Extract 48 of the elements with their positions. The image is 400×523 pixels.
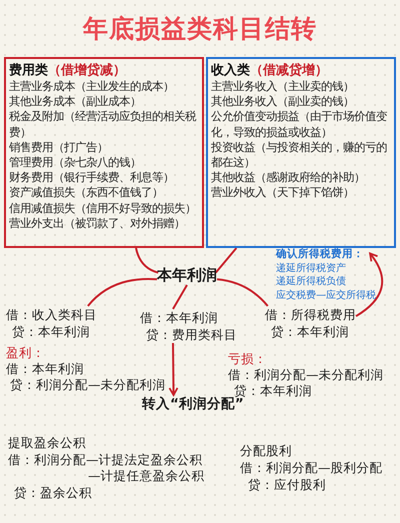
account-item: 营业外支出（被罚款了、对外捐赠）: [9, 216, 186, 232]
expense-box: [4, 57, 204, 248]
rule-note: （借增贷减）: [48, 62, 126, 79]
connector-arrow: [355, 252, 384, 318]
tax-account: 递延所得税资产: [276, 262, 347, 275]
journal-entry: —计提任意盈余公积: [88, 468, 204, 485]
journal-entry: 借：利润分配—计提法定盈余公积: [8, 452, 202, 469]
account-item: 财务费用（银行手续费、利息等）: [9, 170, 175, 186]
journal-entry: 借：利润分配—股利分配: [240, 460, 382, 477]
income-box: [206, 57, 396, 248]
account-item: 税金及附加（经营活动应负担的相关税费）: [9, 109, 198, 140]
account-item: 其他收益（感谢政府给的补助）: [211, 170, 366, 186]
journal-entry: 贷：本年利润: [234, 383, 312, 398]
account-item: 营业外收入（天下掉下馅饼）: [211, 185, 355, 201]
journal-entry: 贷：利润分配—未分配利润: [10, 377, 166, 394]
journal-entry: 贷：盈余公积: [14, 485, 92, 502]
journal-entry: 贷：本年利润: [11, 323, 91, 340]
page-title: 年底损益类科目结转: [82, 13, 318, 45]
tax-account: 递延所得税负债: [276, 275, 347, 288]
journal-entry: 借：收入类科目: [6, 306, 97, 323]
journal-entry: 贷：本年利润: [270, 323, 350, 340]
account-item: 投资收益（与投资相关的，赚的亏的都在这）: [211, 140, 388, 170]
account-item: 信用减值损失（信用不好导致的损失）: [9, 200, 197, 216]
account-item: 公允价值变动损益（由于市场价值变化，导致的损益或收益）: [211, 109, 388, 140]
category-heading: 费用类: [9, 62, 48, 79]
journal-entry: 贷：费用类科目: [145, 326, 237, 343]
journal-entry: 借：本年利润: [140, 309, 219, 326]
account-item: 其他业务收入（副业卖的钱）: [211, 94, 355, 110]
account-item: 主营业务收入（主业卖的钱）: [211, 79, 355, 94]
journal-entry: 提取盈余公积: [8, 435, 86, 452]
account-item: 资产减值损失（东西不值钱了）: [9, 185, 164, 201]
connector-arrow: [168, 342, 178, 396]
account-item: 管理费用（杂七杂八的钱）: [9, 155, 142, 170]
journal-entry: 借：所得税费用: [265, 306, 356, 323]
category-heading: 收入类: [211, 62, 250, 79]
profit-heading: 本年利润: [157, 266, 217, 285]
journal-entry: 借：本年利润: [6, 361, 84, 378]
tax-account: 应交税费—应交所得税: [276, 288, 376, 302]
journal-entry: 贷：应付股利: [248, 477, 326, 494]
account-item: 主营业务成本（主业发生的成本）: [9, 79, 175, 94]
case-heading: 亏损：: [228, 351, 267, 368]
case-heading: 盈利：: [6, 345, 45, 362]
account-item: 其他业务成本（副业成本）: [9, 94, 142, 110]
rule-note: （借减贷增）: [250, 62, 328, 79]
account-item: 销售费用（打广告）: [9, 140, 109, 156]
tax-heading: 确认所得税费用：: [276, 248, 365, 262]
journal-entry: 分配股利: [240, 443, 292, 460]
journal-entry: 借：利润分配—未分配利润: [228, 367, 384, 384]
